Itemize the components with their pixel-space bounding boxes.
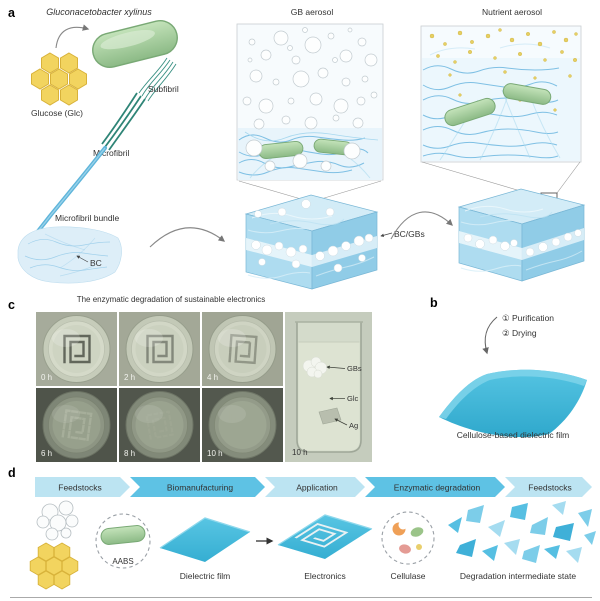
cellulase-label: Cellulase — [391, 571, 426, 581]
timepoint-label: 8 h — [124, 449, 136, 458]
ag-label: Ag — [349, 421, 358, 430]
timepoint-label: 10 h — [207, 449, 223, 458]
dish-image — [202, 312, 283, 386]
organism-title: Gluconacetobacter xylinus — [46, 7, 152, 17]
zoom-lines-right — [421, 161, 581, 198]
microfibril-bundle-highlight — [32, 147, 106, 239]
gb-aerosol-droplets — [242, 27, 378, 130]
cube-spheres-right — [463, 229, 582, 257]
panel-d-graphic: Feedstocks Biomanufacturing Application … — [29, 477, 596, 590]
bc-to-bcgbs-arrow — [149, 227, 226, 248]
figure-bottom-rule — [10, 597, 592, 598]
bc-gbs-label: BC/GBs — [394, 229, 425, 239]
gb-spheres-icon — [36, 500, 79, 541]
panel-a-graphic: Gluconacetobacter xylinus Glucose (Glc) … — [17, 7, 586, 290]
electronics-icon — [277, 514, 373, 559]
film-caption: Cellulose-based dielectric film — [456, 430, 570, 440]
bc-label: BC — [90, 258, 102, 268]
timepoint-label: 6 h — [41, 449, 53, 458]
aabs-dashed-circle — [95, 513, 151, 569]
bc-gbs-cube — [244, 194, 379, 290]
dish-image — [119, 312, 200, 386]
nutrient-cube — [457, 188, 586, 282]
dielectric-film-icon — [439, 369, 587, 438]
bacterium-in-nutrient-inset-2 — [502, 83, 552, 105]
aabs-label: AABS — [112, 557, 133, 566]
glucose-hexagons-icon — [31, 52, 87, 106]
glc-label: Glc — [347, 394, 359, 403]
process-arrow — [482, 316, 498, 355]
dish-image — [119, 388, 200, 462]
gb-aerosol-label: GB aerosol — [291, 7, 334, 17]
panel-b-letter: b — [430, 296, 438, 310]
aabs-bacterium-icon — [100, 525, 146, 545]
stage-feedstocks-1: Feedstocks — [58, 483, 101, 493]
zoom-lines-middle — [238, 180, 382, 200]
nutrient-aerosol-inset — [420, 25, 582, 163]
glucose-label: Glucose (Glc) — [31, 108, 83, 118]
beaker-timepoint-label: 10 h — [292, 448, 308, 457]
drying-step: ② Drying — [502, 328, 537, 338]
bc-gbs-leader-arrow — [380, 232, 393, 237]
glucose-to-bacterium-arrow — [55, 24, 90, 49]
purification-step: ① Purification — [502, 313, 555, 323]
electronics-label: Electronics — [304, 571, 346, 581]
dielectric-film-label: Dielectric film — [180, 571, 231, 581]
dish-image — [36, 312, 117, 386]
degradation-title: The enzymatic degradation of sustainable… — [76, 295, 266, 304]
panel-b-graphic — [439, 316, 587, 438]
stage-application: Application — [296, 483, 338, 493]
petri-dish-photo-0h: 0 h — [36, 312, 117, 386]
petri-dish-photo-4h: 4 h — [202, 312, 283, 386]
nutrient-droplets — [429, 28, 578, 112]
bcgbs-to-nutrient-arrow — [390, 211, 453, 240]
dish-image — [36, 388, 117, 462]
petri-dish-photo-2h: 2 h — [119, 312, 200, 386]
degradation-label: Degradation intermediate state — [460, 571, 577, 581]
dielectric-film-icon-d — [159, 517, 251, 562]
gbs-label: GBs — [347, 364, 362, 373]
petri-dish-photo-6h: 6 h — [36, 388, 117, 462]
gb-aerosol-inset — [236, 23, 384, 181]
subfibril-lines — [138, 57, 177, 102]
bc-leader-arrow — [76, 255, 89, 263]
stage-enzymatic-degradation: Enzymatic degradation — [394, 483, 481, 493]
bacterium-in-nutrient-inset — [444, 97, 496, 127]
bacterium-icon — [92, 20, 178, 68]
timepoint-label: 4 h — [207, 373, 219, 382]
petri-dish-photo-8h: 8 h — [119, 388, 200, 462]
stage-biomanufacturing: Biomanufacturing — [167, 483, 233, 493]
circuit-meander-icon — [294, 523, 349, 548]
beaker-icon — [295, 321, 363, 453]
dish-image — [202, 388, 283, 462]
cube-spheres — [251, 199, 374, 273]
bc-pellicle — [17, 226, 122, 284]
timepoint-label: 2 h — [124, 373, 136, 382]
subfibril-label: Subfibril — [148, 84, 179, 94]
floating-gbs-blob — [302, 356, 328, 379]
nutrient-aerosol-label: Nutrient aerosol — [482, 7, 542, 17]
timepoint-label: 0 h — [41, 373, 53, 382]
microfibril-label: Microfibril — [93, 148, 129, 158]
beaker-leader-arrows — [326, 365, 348, 426]
process-chevrons: Feedstocks Biomanufacturing Application … — [35, 477, 592, 497]
microfibril-lines — [101, 92, 146, 151]
stage-feedstocks-2: Feedstocks — [528, 483, 571, 493]
cellulase-dashed-circle — [381, 511, 435, 565]
panel-c-letter: c — [8, 298, 15, 312]
panel-d-letter: d — [8, 466, 16, 480]
cellulase-enzymes-icon — [392, 520, 424, 554]
petri-dish-photo-10h: 10 h — [202, 388, 283, 462]
gb-spheres-in-mesh — [245, 139, 361, 172]
degradation-fragments-icon — [448, 501, 596, 563]
beaker-photo: GBs Glc Ag 10 h — [285, 312, 372, 462]
microfibril-bundle-label: Microfibril bundle — [55, 213, 120, 223]
glucose-hexagons-icon-d — [29, 542, 79, 590]
panel-a-letter: a — [8, 6, 15, 20]
